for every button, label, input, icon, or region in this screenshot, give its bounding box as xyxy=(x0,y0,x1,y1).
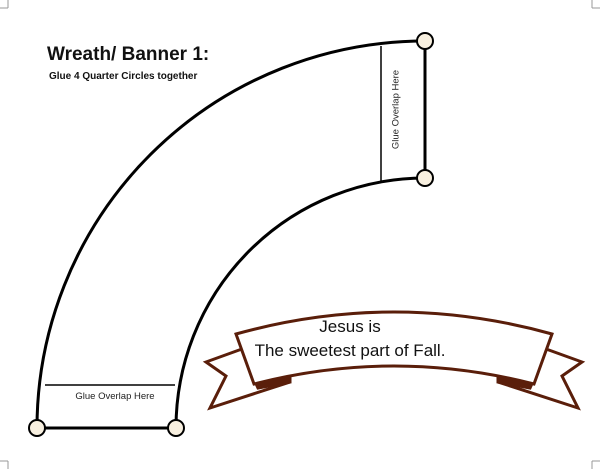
quarter-circle-outline xyxy=(35,39,427,430)
ribbon-banner xyxy=(202,310,586,411)
corner-dots xyxy=(28,32,434,437)
glue-label-bottom: Glue Overlap Here xyxy=(75,391,155,402)
page-title: Wreath/ Banner 1: xyxy=(47,44,210,65)
glue-label-right: Glue Overlap Here xyxy=(390,69,402,150)
page-subtitle: Glue 4 Quarter Circles together xyxy=(49,71,198,82)
banner-line-2: The sweetest part of Fall. xyxy=(254,341,446,360)
banner-line-1: Jesus is xyxy=(319,317,381,336)
banner-text: Jesus is The sweetest part of Fall. xyxy=(250,315,450,363)
